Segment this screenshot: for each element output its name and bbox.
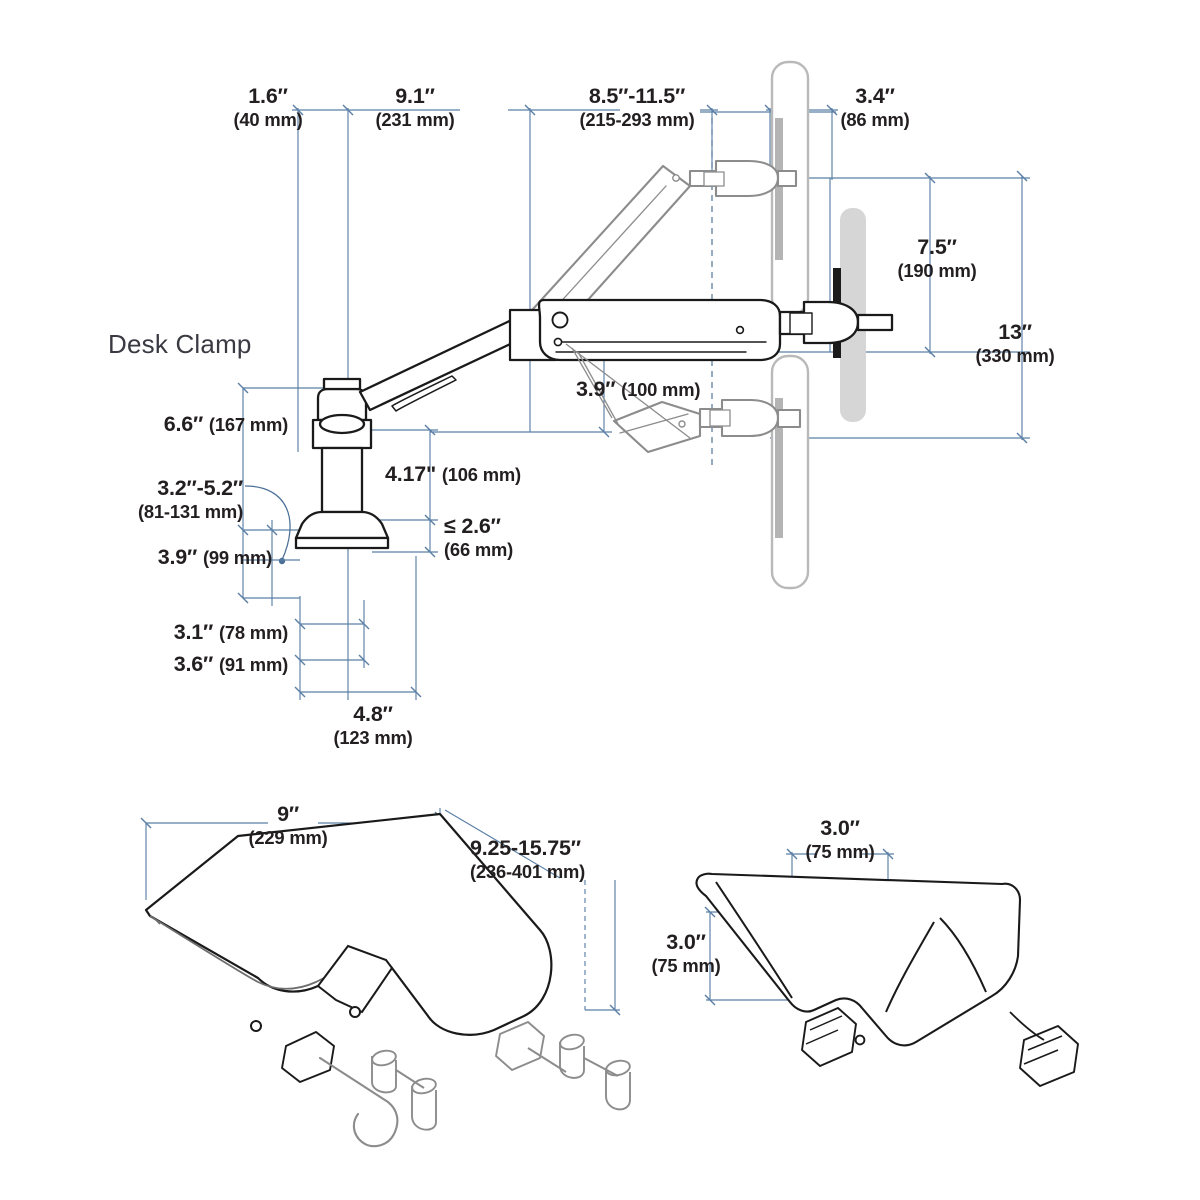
dimension-label-3-9in-100mm: 3.9″ (100 mm)	[576, 377, 701, 401]
dimension-label-3-2-5-2in: 3.2″-5.2″ (81-131 mm)	[137, 476, 243, 523]
dimension-label-7-5in: 7.5″ (190 mm)	[897, 235, 977, 282]
dimension-label-13in: 13″ (330 mm)	[975, 320, 1055, 367]
dimension-label-3-0in-horizontal: 3.0″ (75 mm)	[805, 816, 875, 863]
arm-lowered-ghost	[612, 398, 802, 454]
dimension-label-9-1in: 9.1″ (231 mm)	[375, 84, 455, 131]
dimension-label-3-4in: 3.4″ (86 mm)	[840, 84, 910, 131]
monitor-arm-primary	[294, 298, 894, 550]
dimension-label-6-6in: 6.6″ (167 mm)	[163, 412, 288, 436]
desk-clamp-label: Desk Clamp	[108, 329, 252, 359]
dimension-label-8-5-11-5in: 8.5″-11.5″ (215-293 mm)	[579, 84, 695, 131]
dimension-label-9in: 9″ (229 mm)	[248, 802, 328, 849]
dimension-label-3-0in-vertical: 3.0″ (75 mm)	[651, 930, 721, 977]
dimension-label-9-25-15-75in: 9.25-15.75″ (236-401 mm)	[470, 836, 586, 883]
arm-raised-ghost	[521, 159, 798, 342]
dimension-label-3-1in: 3.1″ (78 mm)	[173, 620, 288, 644]
dimension-label-1-6in: 1.6″ (40 mm)	[233, 84, 303, 131]
dimension-label-2-6in-max: ≤ 2.6″ (66 mm)	[444, 514, 514, 561]
laptop-tray-front	[695, 848, 1079, 1087]
dimension-label-3-6in: 3.6″ (91 mm)	[173, 652, 288, 676]
arm-leader-lines	[565, 343, 691, 439]
laptop-tray-iso	[140, 808, 631, 1148]
dimension-label-3-9in-99mm: 3.9″ (99 mm)	[157, 545, 272, 569]
dimension-label-4-17in: 4.17" (106 mm)	[385, 462, 521, 486]
dimension-label-4-8in: 4.8″ (123 mm)	[333, 702, 413, 749]
